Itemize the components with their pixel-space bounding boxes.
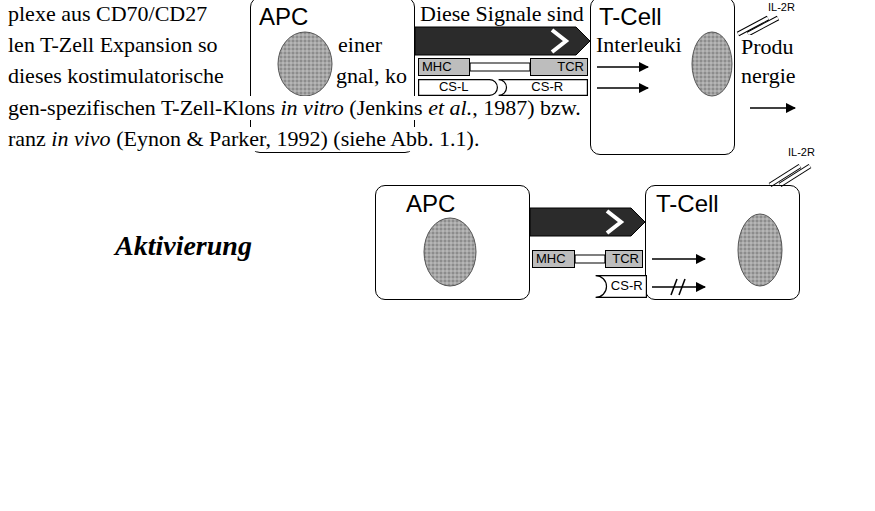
body-text: dieses kostimulatorische bbox=[8, 64, 224, 88]
body-text: plexe aus CD70/CD27 bbox=[8, 2, 207, 26]
molecule-label: TCR bbox=[557, 60, 584, 75]
blocked-arrow bbox=[652, 286, 705, 288]
body-text: ranz bbox=[8, 127, 46, 151]
molecule-label: MHC bbox=[536, 252, 566, 267]
band-notch bbox=[552, 30, 566, 52]
cell-label: T-Cell bbox=[599, 3, 662, 31]
nucleus bbox=[424, 218, 476, 286]
body-text: einer bbox=[338, 33, 382, 57]
signal-arrow bbox=[652, 258, 705, 260]
receptor-shape: CS-R bbox=[595, 275, 647, 298]
body-text: (Eynon & Parker, 1992) (siehe Abb. 1.1). bbox=[116, 127, 479, 151]
molecule-label: CS-R bbox=[531, 80, 563, 95]
connector-group bbox=[415, 27, 590, 55]
band-notch bbox=[607, 211, 621, 233]
signal-arrow bbox=[750, 107, 795, 109]
nucleus bbox=[738, 214, 782, 286]
cell-label: APC bbox=[259, 3, 308, 31]
body-text: gen-spezifischen T-Zell-Klons bbox=[8, 96, 275, 120]
body-text: et al. bbox=[428, 96, 472, 120]
body-text: Produ bbox=[741, 35, 794, 59]
receptor-bar bbox=[748, 18, 778, 34]
cell-box: APC bbox=[375, 185, 530, 300]
panel-label: Aktivierung bbox=[115, 230, 252, 261]
nucleus bbox=[278, 32, 332, 96]
molecule-box: TCR bbox=[605, 250, 643, 268]
cell-label: T-Cell bbox=[656, 190, 719, 218]
block-slash bbox=[679, 279, 685, 295]
ligand-shape: CS-L bbox=[418, 79, 498, 96]
cell-box: T-Cell bbox=[590, 0, 735, 155]
signal-arrow bbox=[597, 66, 648, 68]
molecule-box: MHC bbox=[418, 58, 470, 76]
molecule-box: MHC bbox=[532, 250, 575, 268]
molecule-label: CS-L bbox=[439, 80, 469, 95]
connector-group bbox=[530, 208, 645, 236]
receptor-shape: CS-R bbox=[498, 79, 588, 96]
ligand-outline-path bbox=[419, 80, 498, 96]
peptide-bar bbox=[575, 255, 605, 263]
receptor-bar bbox=[780, 166, 810, 185]
body-text: (Jenkins bbox=[349, 96, 422, 120]
connector-group bbox=[470, 63, 530, 71]
connector-group bbox=[575, 255, 605, 263]
body-text: in vitro bbox=[281, 96, 344, 120]
cell-box: T-Cell bbox=[645, 185, 800, 300]
nucleus bbox=[692, 32, 732, 96]
molecule-label: MHC bbox=[422, 60, 452, 75]
body-text: nergie bbox=[741, 64, 796, 88]
body-text: Interleuki bbox=[596, 33, 682, 57]
body-text: in vivo bbox=[51, 127, 110, 151]
body-text: gnal, ko bbox=[336, 64, 407, 88]
molecule-box: TCR bbox=[530, 58, 588, 76]
cell-label: APC bbox=[406, 190, 455, 218]
receptor-label: IL-2R bbox=[788, 146, 815, 158]
receptor-bar bbox=[748, 18, 778, 34]
signal-band bbox=[415, 27, 590, 55]
body-text: , 1987) bzw. bbox=[472, 96, 581, 120]
molecule-label: TCR bbox=[612, 252, 639, 267]
body-text: Diese Signale sind bbox=[420, 2, 584, 26]
receptor-bar bbox=[780, 166, 810, 185]
molecule-label: CS-R bbox=[611, 279, 643, 294]
signal-band bbox=[530, 208, 645, 236]
signal-arrow bbox=[597, 87, 648, 89]
receptor-outline-path bbox=[596, 276, 647, 298]
body-text: len T-Zell Expansion so bbox=[8, 33, 218, 57]
receptor-outline-path bbox=[499, 80, 588, 96]
peptide-bar bbox=[470, 63, 530, 71]
block-slash bbox=[671, 279, 677, 295]
receptor-label: IL-2R bbox=[768, 1, 795, 13]
